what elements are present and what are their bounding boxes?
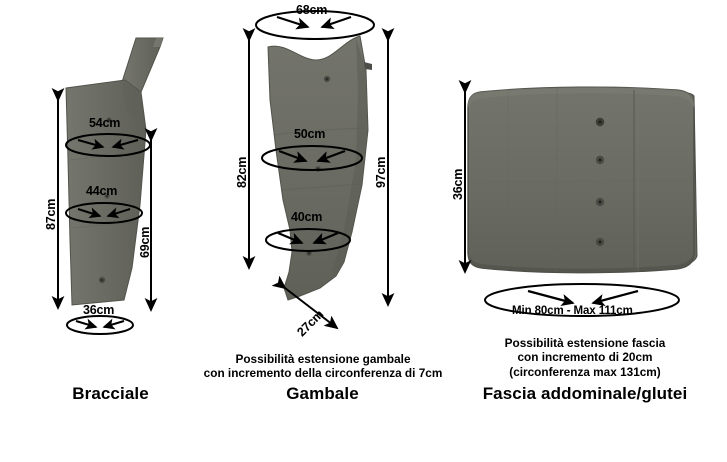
bracciale-inner-length-label: 69cm [138,226,152,258]
bracciale-circumference-rings [65,133,151,335]
fascia-dimension-arrows [458,80,680,317]
gambale-length-arrows [242,28,395,330]
gambale-title: Gambale [286,384,359,403]
gambale-circumference-rings [255,10,375,252]
bracciale-lower-circumference-label: 36cm [83,303,115,317]
bracciale-illustration [65,37,164,306]
gambale-ankle-circumference-label: 40cm [291,210,323,224]
fascia-extension-note-line-1: Possibilità estensione fascia [504,336,666,350]
fascia-circumference-range-label: Min 80cm - Max 111cm [512,305,633,317]
fascia-height-label: 36cm [451,168,465,200]
gambale-knee-circumference-label: 50cm [294,127,326,141]
fascia-extension-note-line-2: con incremento di 20cm [517,350,653,365]
bracciale-title: Bracciale [72,384,149,403]
bracciale-mid-circumference-label: 44cm [86,184,118,198]
gambale-extension-note-line-2: con incremento della circonferenza di 7c… [203,366,443,381]
gambale-outer-length-label: 97cm [374,156,388,188]
gambale-extension-note: Possibilità estensione gambale con incre… [183,352,463,381]
fascia-extension-note-line-3: (circonferenza max 131cm) [509,364,661,379]
bracciale-length-arrows [51,88,158,312]
gambale-extension-note-line-1: Possibilità estensione gambale [235,352,411,366]
bracciale-upper-circumference-label: 54cm [89,116,121,130]
gambale-thigh-circumference-label: 68cm [296,3,328,17]
gambale-inner-length-label: 82cm [235,156,249,188]
bracciale-total-length-label: 87cm [44,198,58,230]
fascia-extension-note: Possibilità estensione fascia con increm… [470,336,700,379]
fascia-illustration [467,86,698,274]
fascia-title: Fascia addominale/glutei [482,384,688,403]
